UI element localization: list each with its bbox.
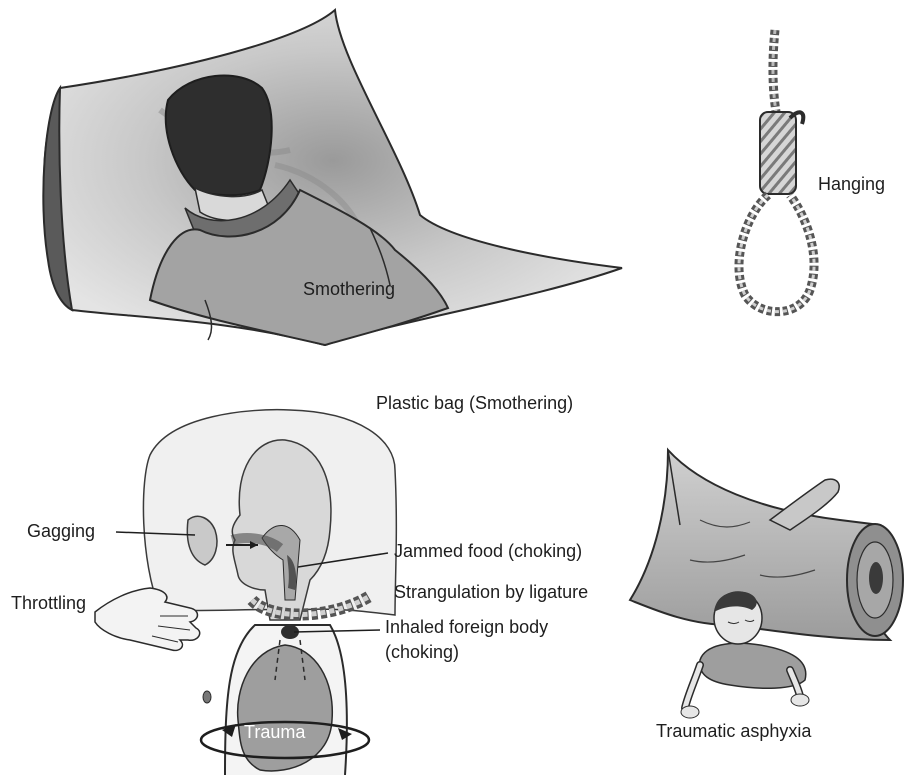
plastic-bag-figure (95, 410, 396, 775)
small-nodule (203, 691, 211, 703)
label-strangulation: Strangulation by ligature (394, 582, 588, 603)
traumatic-asphyxia-illustration (630, 450, 903, 718)
label-trauma: Trauma (244, 722, 305, 743)
label-jammed-food: Jammed food (choking) (394, 541, 582, 562)
label-throttling: Throttling (11, 593, 86, 614)
label-hanging: Hanging (818, 174, 885, 195)
noose-knot (760, 112, 796, 194)
boy-body (700, 643, 806, 688)
label-inhaled-choking: (choking) (385, 642, 459, 663)
noose-illustration (739, 30, 814, 312)
label-gagging: Gagging (27, 521, 95, 542)
noose-loop (739, 195, 814, 312)
label-traumatic-asphyxia: Traumatic asphyxia (656, 721, 811, 742)
label-inhaled-foreign-body: Inhaled foreign body (385, 617, 548, 638)
label-plastic-bag: Plastic bag (Smothering) (376, 393, 573, 414)
label-smothering: Smothering (303, 279, 395, 300)
